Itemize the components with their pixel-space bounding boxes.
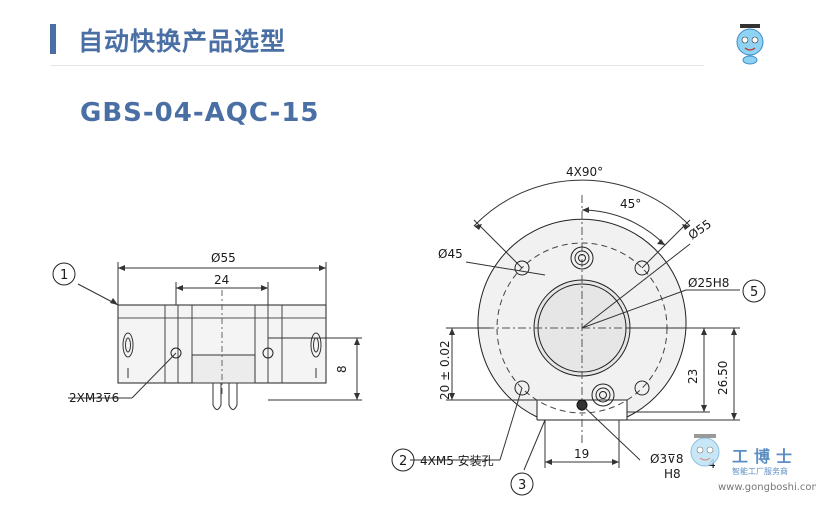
- label-26-50: 26.50: [716, 361, 730, 395]
- mascot-logo-watermark: [690, 434, 720, 467]
- mascot-logo-top: [736, 24, 764, 65]
- callout-label-1: 1: [60, 268, 68, 283]
- leader-3: [523, 419, 546, 471]
- angle-leg-left: [473, 219, 523, 269]
- bottom-port-outer: [591, 383, 615, 407]
- side-port-left-inner: [125, 337, 131, 353]
- callout-label-2: 2: [399, 454, 407, 469]
- label-dia-45: Ø45: [438, 247, 463, 261]
- dim-arrows: [354, 338, 360, 400]
- label-19: 19: [574, 447, 589, 461]
- arc-90: [473, 179, 691, 227]
- label-23: 23: [686, 369, 700, 384]
- leader-pin: [581, 404, 641, 461]
- top-port-inner: [578, 254, 586, 262]
- label-24: 24: [214, 273, 229, 287]
- side-port-right: [310, 332, 322, 358]
- m3-hole-right: [262, 347, 274, 359]
- bottom-port-mid: [595, 387, 611, 403]
- side-port-left: [122, 332, 134, 358]
- callout-circle-2: [391, 448, 415, 472]
- leader-m3: [131, 352, 177, 399]
- page-title: 自动快换产品选型: [78, 27, 287, 56]
- model-number: GBS-04-AQC-15: [80, 98, 320, 128]
- callout-circle-5: [742, 279, 766, 303]
- label-8: 8: [335, 365, 349, 373]
- leader-25: [581, 289, 687, 329]
- label-4x90: 4X90°: [566, 165, 603, 179]
- leader-55: [581, 243, 691, 329]
- top-port-outer: [570, 246, 594, 270]
- watermark-sub: 智能工厂服务商: [732, 467, 788, 476]
- watermark-url: www.gongboshi.com: [718, 482, 816, 493]
- label-pin-dia: Ø3⊽8: [650, 452, 684, 466]
- title-accent-bar: [50, 24, 56, 54]
- callout-label-3: 3: [518, 478, 526, 493]
- title-divider: [50, 65, 704, 66]
- pin-left: [212, 383, 222, 410]
- pin-right: [228, 383, 238, 410]
- label-45deg: 45°: [620, 197, 641, 211]
- label-dia-55-side: Ø55: [211, 251, 236, 265]
- label-4xm5: 4XM5 安装孔: [420, 453, 494, 468]
- m5-hole: [514, 260, 530, 276]
- top-port-mid: [574, 250, 590, 266]
- label-2xm3: 2XM3⊽6: [69, 391, 119, 405]
- angle-leg-right: [641, 219, 691, 269]
- leader-arrow: [110, 298, 118, 305]
- label-pin-fit: H8: [664, 467, 681, 481]
- m5-hole: [634, 380, 650, 396]
- side-view: [52, 262, 362, 410]
- watermark-brand: 工博士: [732, 447, 799, 466]
- callout-circle-3: [510, 472, 534, 496]
- bottom-port-inner: [599, 391, 607, 399]
- m3-hole-left: [170, 347, 182, 359]
- label-dia-25: Ø25H8: [688, 276, 729, 290]
- center-block: [191, 354, 256, 384]
- callout-label-5: 5: [750, 285, 758, 300]
- top-view: [391, 179, 766, 496]
- arc-45: [581, 209, 666, 246]
- leader-2: [499, 387, 523, 461]
- callout-circle-1: [52, 262, 76, 286]
- m5-hole: [514, 380, 530, 396]
- leader-45: [465, 261, 546, 276]
- label-20-tol: 20 ± 0.02: [438, 340, 452, 400]
- m5-hole: [634, 260, 650, 276]
